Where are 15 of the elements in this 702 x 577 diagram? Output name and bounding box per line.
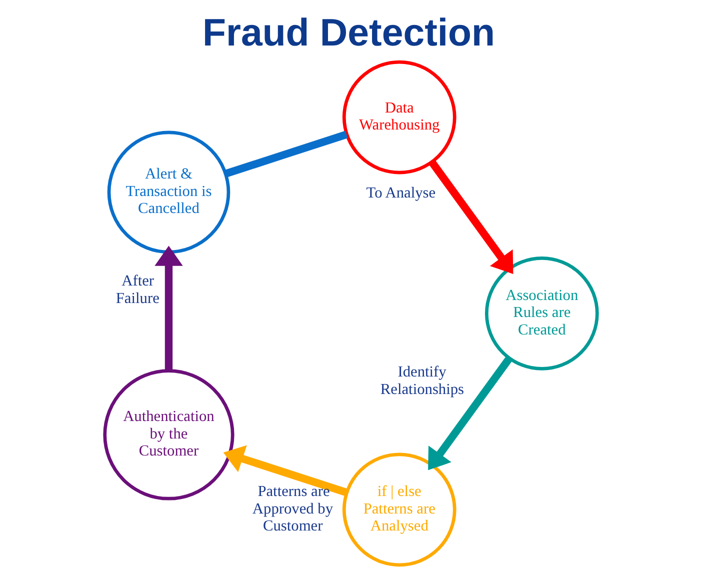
node-circle: Authentication by the Customer bbox=[103, 369, 234, 500]
arrow bbox=[223, 445, 348, 496]
diagram-title: Fraud Detection bbox=[202, 12, 496, 55]
node-circle: if | else Patterns are Analysed bbox=[342, 452, 456, 567]
node-circle: Alert & Transaction is Cancelled bbox=[107, 130, 230, 254]
arrow bbox=[154, 246, 183, 371]
connector bbox=[224, 130, 348, 178]
node-circle: Data Warehousing bbox=[342, 60, 456, 174]
edge-label: To Analyse bbox=[366, 184, 436, 202]
edge-label: Identify Relationships bbox=[380, 364, 464, 398]
node-circle: Association Rules are Created bbox=[484, 256, 599, 370]
arrow bbox=[428, 356, 512, 470]
edge-label: Patterns are Approved by Customer bbox=[252, 482, 334, 535]
arrow bbox=[428, 160, 514, 274]
edge-label: After Failure bbox=[116, 272, 160, 307]
